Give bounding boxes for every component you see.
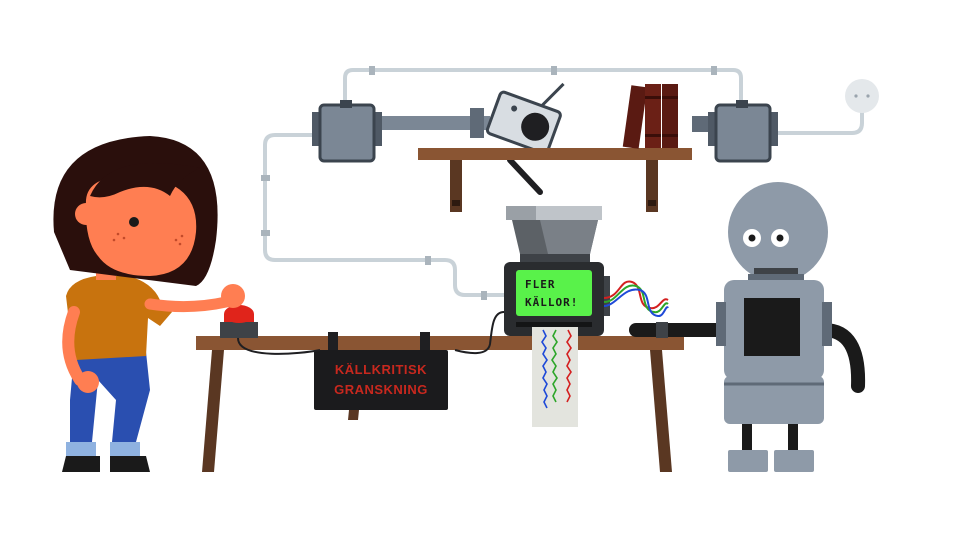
pipe-left xyxy=(263,133,512,297)
wall-outlet xyxy=(845,79,879,113)
books xyxy=(622,84,678,149)
camera-arm xyxy=(507,157,543,195)
pipe-right-to-outlet xyxy=(770,98,864,135)
pipe-network xyxy=(263,68,864,297)
squiggle-blue xyxy=(541,329,548,409)
robot-character xyxy=(629,182,866,472)
table-sign: KÄLLKRITISK GRANSKNING xyxy=(314,332,448,410)
sign-line-1: KÄLLKRITISK xyxy=(335,362,427,377)
squiggle-green xyxy=(551,329,558,403)
button-cable xyxy=(237,337,321,355)
freckles xyxy=(112,232,184,246)
screen-line-2: KÄLLOR! xyxy=(525,295,578,309)
paper-printout xyxy=(532,327,578,427)
girl-character xyxy=(53,136,245,472)
machine-screen xyxy=(516,270,592,316)
camera-device xyxy=(485,82,565,155)
sign-line-2: GRANSKNING xyxy=(334,382,428,397)
squiggle-red xyxy=(566,329,572,403)
right-junction-box xyxy=(692,100,778,163)
pipe-top xyxy=(343,68,743,107)
machine-cable xyxy=(454,311,505,355)
left-junction-box xyxy=(312,100,490,163)
wall-shelf xyxy=(418,148,692,212)
red-button[interactable] xyxy=(220,305,258,338)
pipe-clamps xyxy=(261,66,717,300)
rgb-wires xyxy=(603,280,669,317)
screen-line-1: FLER xyxy=(525,278,556,291)
machine: FLER KÄLLOR! xyxy=(504,206,610,336)
